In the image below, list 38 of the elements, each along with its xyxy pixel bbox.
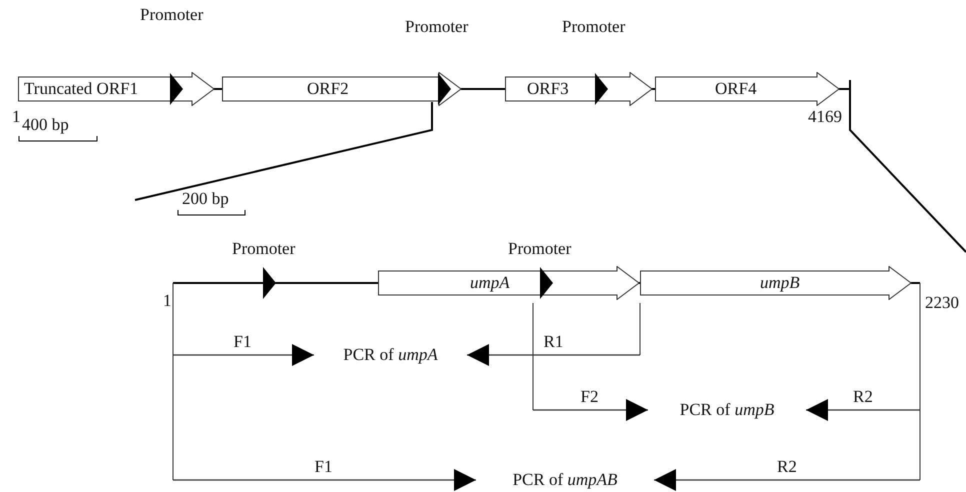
promoter-label: Promoter <box>232 240 296 258</box>
gene-arrow <box>378 266 640 300</box>
position-label: 1 <box>12 108 20 126</box>
pcr-product-label: PCR of umpAB <box>512 469 618 491</box>
position-label: 2230 <box>925 294 959 312</box>
promoter-label: Promoter <box>562 18 626 36</box>
gene-arrow <box>222 72 462 106</box>
primer-name: F2 <box>580 388 598 406</box>
gene-arrow <box>18 72 215 106</box>
primer-arrow <box>173 344 314 366</box>
primer-name: F1 <box>234 333 252 351</box>
scale-label: 200 bp <box>182 190 229 208</box>
primer-arrow <box>173 469 476 491</box>
scale-label: 400 bp <box>22 116 69 134</box>
gene-name: ORF4 <box>715 79 757 99</box>
primer-name: F1 <box>314 458 332 476</box>
gene-arrow <box>505 72 653 106</box>
primer-name: R2 <box>853 388 873 406</box>
gene-name: ORF2 <box>307 79 349 99</box>
primer-arrow <box>467 344 640 366</box>
primer-name: R2 <box>777 458 797 476</box>
gene-name: ORF3 <box>527 79 569 99</box>
primer-arrow <box>654 469 920 491</box>
primer-name: R1 <box>544 333 564 351</box>
promoter-label: Promoter <box>508 240 572 258</box>
pcr-product-label: PCR of umpB <box>678 399 776 421</box>
pcr-product-label: PCR of umpA <box>342 344 439 366</box>
promoter-label: Promoter <box>405 18 468 36</box>
gene-name: umpA <box>470 273 510 293</box>
gene-arrow <box>640 266 912 300</box>
primer-arrow <box>806 399 920 421</box>
position-label: 4169 <box>808 108 842 126</box>
promoter-label: Promoter <box>140 6 204 24</box>
position-label: 1 <box>163 292 172 310</box>
primer-arrow <box>533 399 648 421</box>
gene-name: umpB <box>760 273 800 293</box>
gene-name: Truncated ORF1 <box>24 79 138 99</box>
gene-arrow <box>655 72 840 106</box>
